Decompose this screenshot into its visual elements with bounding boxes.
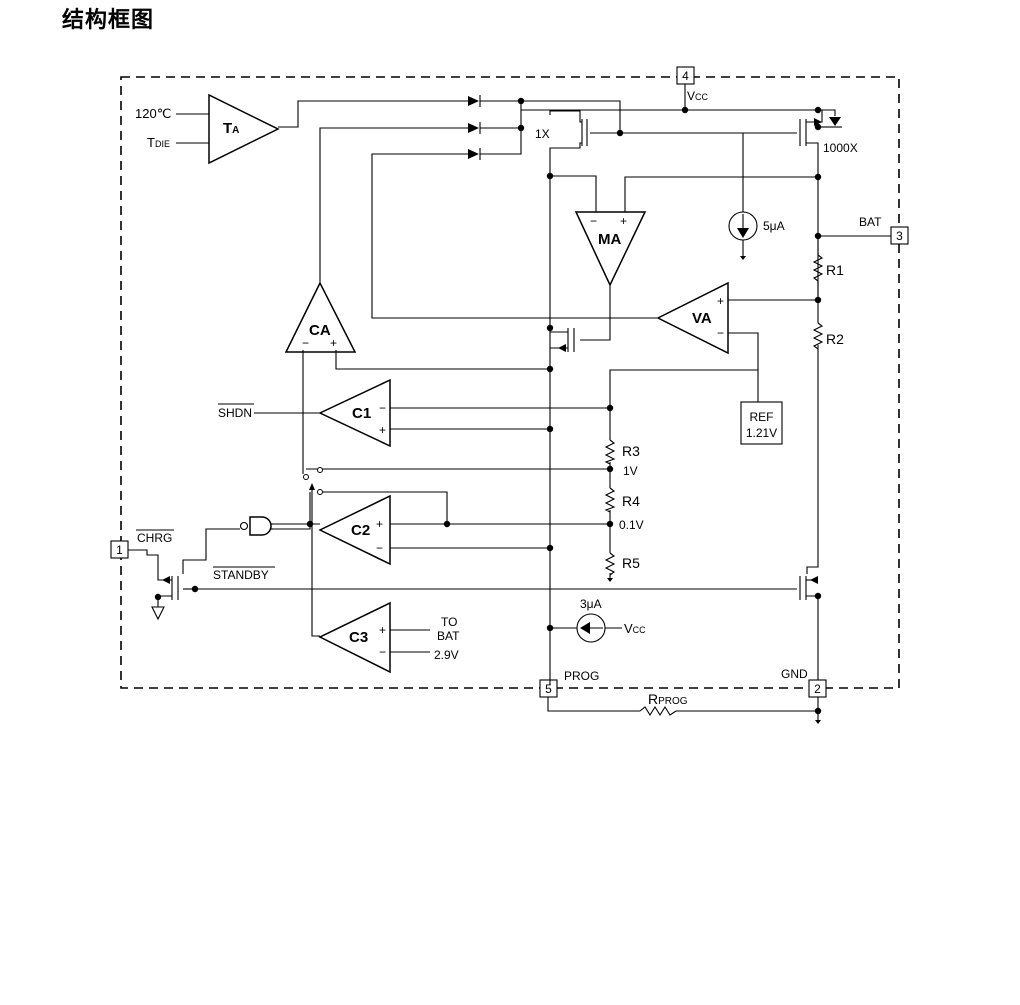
ref-label: REF xyxy=(750,410,774,424)
plus-sign: + xyxy=(376,517,383,531)
block-label: C1 xyxy=(352,405,371,422)
amplifier-ta: TA xyxy=(208,93,280,165)
block-label: CA xyxy=(309,322,331,339)
minus-sign: − xyxy=(590,214,597,228)
pin-name: VCC xyxy=(687,89,709,103)
plus-sign: + xyxy=(330,336,337,350)
pin-name: BAT xyxy=(859,215,882,229)
block-label: MA xyxy=(598,231,621,248)
resistor-label: R5 xyxy=(622,555,640,571)
shdn-label: SHDN xyxy=(218,406,252,420)
comparator-c3: C3 + − xyxy=(318,601,391,674)
current-source-3ua: 3μA VCC xyxy=(576,597,646,643)
ref-value: 1.21V xyxy=(746,426,777,440)
c3-input-label: BAT xyxy=(437,629,460,643)
ground-symbol xyxy=(151,606,165,621)
plus-sign: + xyxy=(717,294,724,308)
diode-ta xyxy=(468,95,481,107)
pin-name: PROG xyxy=(564,669,599,683)
current-label: 5μA xyxy=(763,219,785,233)
tap-1v-label: 1V xyxy=(623,464,638,478)
diode-ca xyxy=(468,122,481,134)
diode-va xyxy=(468,148,481,160)
minus-sign: − xyxy=(302,336,309,350)
pin-number: 4 xyxy=(682,69,689,83)
vcc-label: VCC xyxy=(624,621,646,636)
page-title: 结构框图 xyxy=(62,8,155,33)
block-label: C3 xyxy=(349,629,368,646)
c3-input-label: 2.9V xyxy=(434,648,459,662)
plus-sign: + xyxy=(379,423,386,437)
mosfet-arrow-icon xyxy=(162,576,170,584)
minus-sign: − xyxy=(379,645,386,659)
resistor-r3: R3 xyxy=(604,439,640,465)
switch xyxy=(303,467,323,495)
plus-sign: + xyxy=(379,623,386,637)
resistor-r4: R4 xyxy=(604,487,640,513)
junction-dots xyxy=(154,97,822,715)
pin-name: GND xyxy=(781,667,808,681)
resistor-label: R1 xyxy=(826,262,844,278)
pin-number: 3 xyxy=(896,229,903,243)
ground-arrow-gnd xyxy=(815,720,821,724)
resistor-label: R2 xyxy=(826,331,844,347)
amplifier-ma: MA − + xyxy=(574,211,647,287)
comparator-c2: C2 + − xyxy=(318,494,391,566)
pin-name: CHRG xyxy=(137,531,172,545)
diode-1000x-body xyxy=(829,117,841,126)
nand-gate xyxy=(239,516,273,536)
mosfet-arrow-icon xyxy=(814,118,822,126)
mosfet-arrow-icon xyxy=(558,344,566,352)
pin-number: 1 xyxy=(116,543,123,557)
resistor-label: R4 xyxy=(622,493,640,509)
resistor-r2: R2 xyxy=(812,322,844,350)
tap-01v-label: 0.1V xyxy=(619,518,644,532)
pin-5-prog: 5 PROG xyxy=(539,669,599,698)
standby-label: STANDBY xyxy=(213,568,269,582)
chip-boundary xyxy=(120,76,900,689)
block-label: TA xyxy=(223,120,239,137)
resistor-label: RPROG xyxy=(648,691,688,707)
tdie-label: TDIE xyxy=(147,135,170,150)
pin-3-bat: 3 BAT xyxy=(859,215,909,245)
current-label: 3μA xyxy=(580,597,602,611)
amplifier-ca: CA − + xyxy=(284,281,357,353)
pin-number: 5 xyxy=(545,682,552,696)
current-source-5ua: 5μA xyxy=(728,211,785,241)
mirror-1x-label: 1X xyxy=(535,127,550,141)
plus-sign: + xyxy=(620,214,627,228)
reference-block: REF 1.21V xyxy=(740,401,783,445)
amplifier-va: VA + − xyxy=(656,281,729,355)
block-label: C2 xyxy=(351,522,370,539)
wires xyxy=(128,84,891,720)
block-label: VA xyxy=(692,310,712,327)
minus-sign: − xyxy=(376,541,383,555)
pin-2-gnd: 2 GND xyxy=(781,667,827,698)
temp-threshold-label: 120℃ xyxy=(135,106,171,121)
mosfet-arrow-icon xyxy=(810,576,818,584)
minus-sign: − xyxy=(717,326,724,340)
resistor-rprog: RPROG xyxy=(639,691,688,717)
c3-input-label: TO xyxy=(441,615,457,629)
pin-number: 2 xyxy=(814,682,821,696)
mirror-1000x-label: 1000X xyxy=(823,141,858,155)
resistor-label: R3 xyxy=(622,443,640,459)
pin-1-chrg: 1 CHRG xyxy=(110,529,174,559)
pin-4-vcc: 4 VCC xyxy=(676,66,709,103)
minus-sign: − xyxy=(379,401,386,415)
resistor-r1: R1 xyxy=(812,254,844,282)
resistor-r5: R5 xyxy=(604,552,640,576)
comparator-c1: C1 − + xyxy=(318,378,391,448)
ground-arrow-5ua xyxy=(740,256,746,260)
